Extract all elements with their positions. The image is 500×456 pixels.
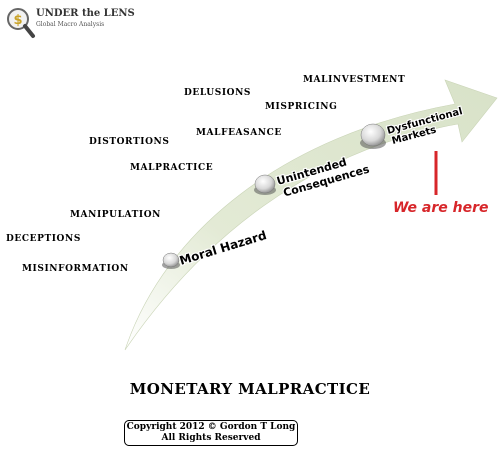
svg-text:$: $ (13, 13, 22, 28)
logo: $ UNDER the LENS Global Macro Analysis (6, 6, 146, 42)
term-deceptions: DECEPTIONS (6, 234, 81, 244)
progress-arrow (124, 79, 498, 351)
magnifier-dollar-icon: $ (7, 8, 35, 38)
term-distortions: DISTORTIONS (89, 137, 169, 147)
stage-disc-3 (360, 123, 386, 149)
copyright-line-2: All Rights Reserved (161, 433, 261, 443)
term-labels: MALINVESTMENT DELUSIONS MISPRICING MALFE… (6, 75, 405, 274)
term-malpractice: MALPRACTICE (130, 163, 213, 173)
term-malinvestment: MALINVESTMENT (303, 75, 405, 85)
diagram-title: MONETARY MALPRACTICE (129, 380, 371, 398)
marker-label: We are here (393, 200, 489, 216)
term-misinformation: MISINFORMATION (22, 264, 129, 274)
term-delusions: DELUSIONS (184, 88, 251, 98)
marker-group: We are here (393, 151, 489, 216)
term-mispricing: MISPRICING (265, 102, 337, 112)
copyright-box: Copyright 2012 © Gordon T Long All Right… (124, 420, 298, 446)
stage-disc-1 (162, 252, 180, 269)
stage-markers (162, 123, 386, 269)
term-malfeasance: MALFEASANCE (196, 128, 282, 138)
logo-subtitle: Global Macro Analysis (36, 21, 105, 28)
copyright-line-1: Copyright 2012 © Gordon T Long (126, 422, 296, 432)
stage-disc-2 (254, 174, 276, 195)
logo-title: UNDER the LENS (36, 8, 135, 19)
term-manipulation: MANIPULATION (70, 210, 161, 220)
